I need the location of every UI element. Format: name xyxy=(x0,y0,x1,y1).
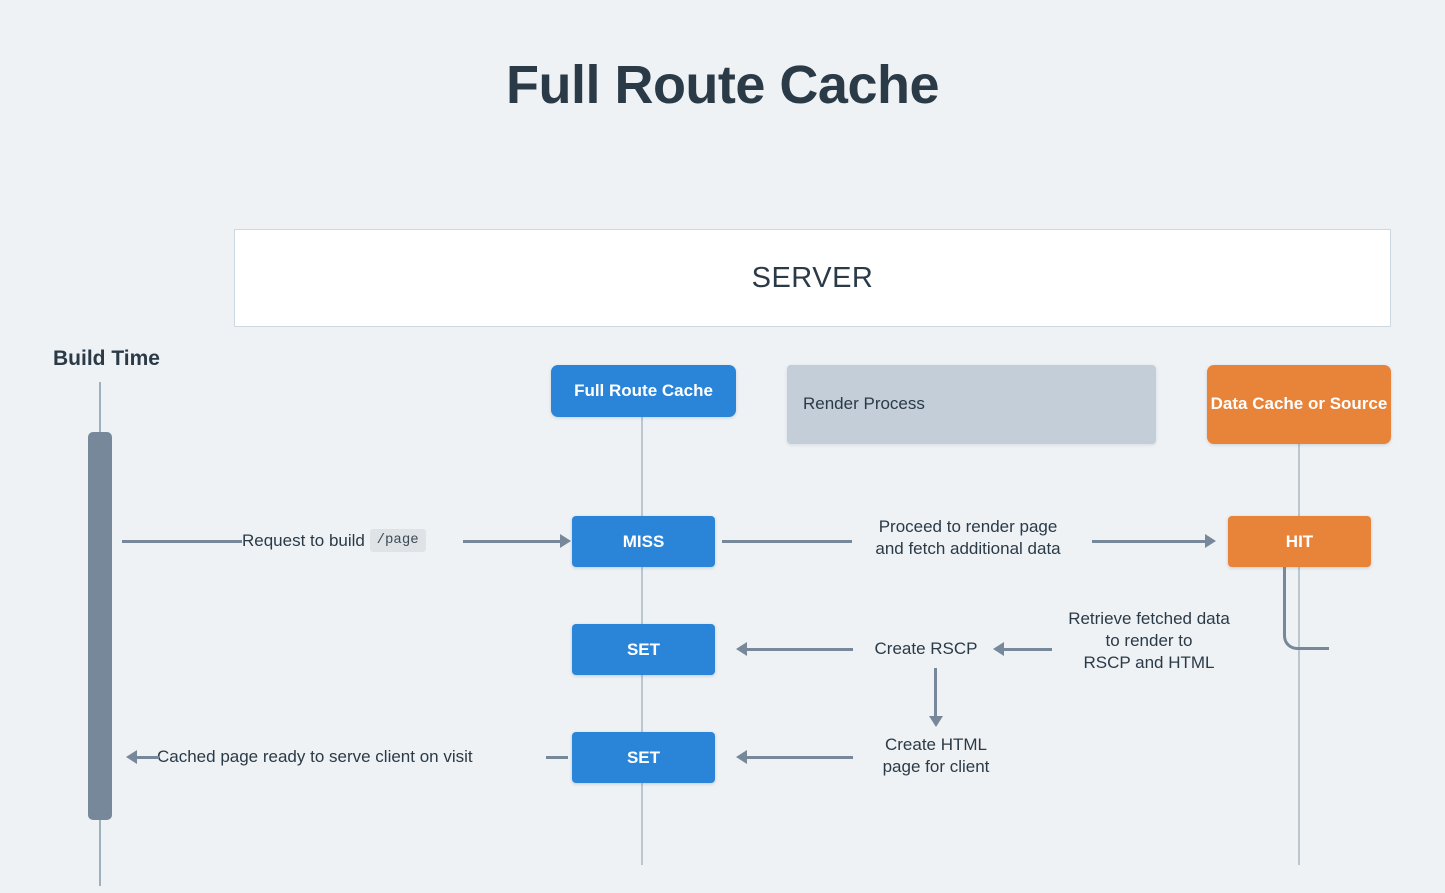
cached-page-arrowhead xyxy=(126,750,137,764)
request-to-build-label: Request to build /page xyxy=(242,529,426,553)
state-box-set-rscp[interactable]: SET xyxy=(572,624,715,675)
proceed-line-1: Proceed to render page xyxy=(878,517,1058,536)
participant-data-cache-or-source[interactable]: Data Cache or Source xyxy=(1207,365,1391,444)
retrieve-line-2: to render to xyxy=(1105,631,1193,651)
cached-page-line-left xyxy=(137,756,159,759)
create-rscp-line-left xyxy=(747,648,853,651)
request-line-left xyxy=(122,540,242,543)
server-container: SERVER xyxy=(234,229,1391,327)
cached-page-line-right xyxy=(546,756,568,759)
proceed-arrowhead xyxy=(1205,534,1216,548)
proceed-line-right xyxy=(1092,540,1205,543)
proceed-line-2: and fetch additional data xyxy=(875,539,1061,559)
page-title: Full Route Cache xyxy=(505,55,940,115)
create-rscp-label: Create RSCP xyxy=(864,638,988,660)
retrieve-arrowhead xyxy=(993,642,1004,656)
data-cache-lifeline xyxy=(1298,444,1300,865)
create-html-line-2: page for client xyxy=(882,757,990,777)
participant-label-text: Data Cache or Source xyxy=(1210,394,1388,414)
hit-to-retrieve-elbow xyxy=(1283,567,1329,650)
create-html-line-left xyxy=(747,756,853,759)
rscp-to-html-line xyxy=(934,668,937,718)
retrieve-line-to-rscp xyxy=(1004,648,1052,651)
rscp-to-html-arrowhead xyxy=(929,716,943,727)
participant-label: Render Process xyxy=(803,394,925,414)
retrieve-fetched-data-label: Retrieve fetched data to render to RSCP … xyxy=(1055,608,1243,674)
state-box-set-html[interactable]: SET xyxy=(572,732,715,783)
request-to-build-text: Request to build xyxy=(242,531,365,551)
create-rscp-text: Create RSCP xyxy=(874,639,978,658)
participant-render-process[interactable]: Render Process xyxy=(787,365,1156,444)
retrieve-line-3: RSCP and HTML xyxy=(1083,653,1215,673)
proceed-to-render-label: Proceed to render page and fetch additio… xyxy=(852,516,1084,560)
server-label: SERVER xyxy=(751,261,874,294)
participant-label: Full Route Cache xyxy=(574,380,713,400)
build-time-activation-bar xyxy=(88,432,112,820)
participant-label: Data Cache or Source xyxy=(1211,394,1388,414)
proceed-line-left xyxy=(722,540,852,543)
request-line-right xyxy=(463,540,560,543)
build-time-lifeline-top xyxy=(99,382,101,434)
state-box-miss[interactable]: MISS xyxy=(572,516,715,567)
create-html-label: Create HTML page for client xyxy=(864,734,1008,778)
create-html-line-1: Create HTML xyxy=(884,735,988,754)
request-arrowhead xyxy=(560,534,571,548)
create-html-arrowhead xyxy=(736,750,747,764)
cached-page-ready-label: Cached page ready to serve client on vis… xyxy=(157,747,473,766)
state-box-label: SET xyxy=(626,639,661,659)
state-box-label: HIT xyxy=(1285,531,1314,551)
route-code-chip: /page xyxy=(369,529,426,553)
create-rscp-arrowhead xyxy=(736,642,747,656)
build-time-label: Build Time xyxy=(53,347,160,370)
state-box-label: MISS xyxy=(622,531,665,551)
state-box-hit[interactable]: HIT xyxy=(1228,516,1371,567)
participant-full-route-cache[interactable]: Full Route Cache xyxy=(551,365,736,417)
state-box-label: SET xyxy=(626,747,661,767)
build-time-lifeline-bottom xyxy=(99,820,101,886)
retrieve-line-1: Retrieve fetched data xyxy=(1068,609,1230,628)
